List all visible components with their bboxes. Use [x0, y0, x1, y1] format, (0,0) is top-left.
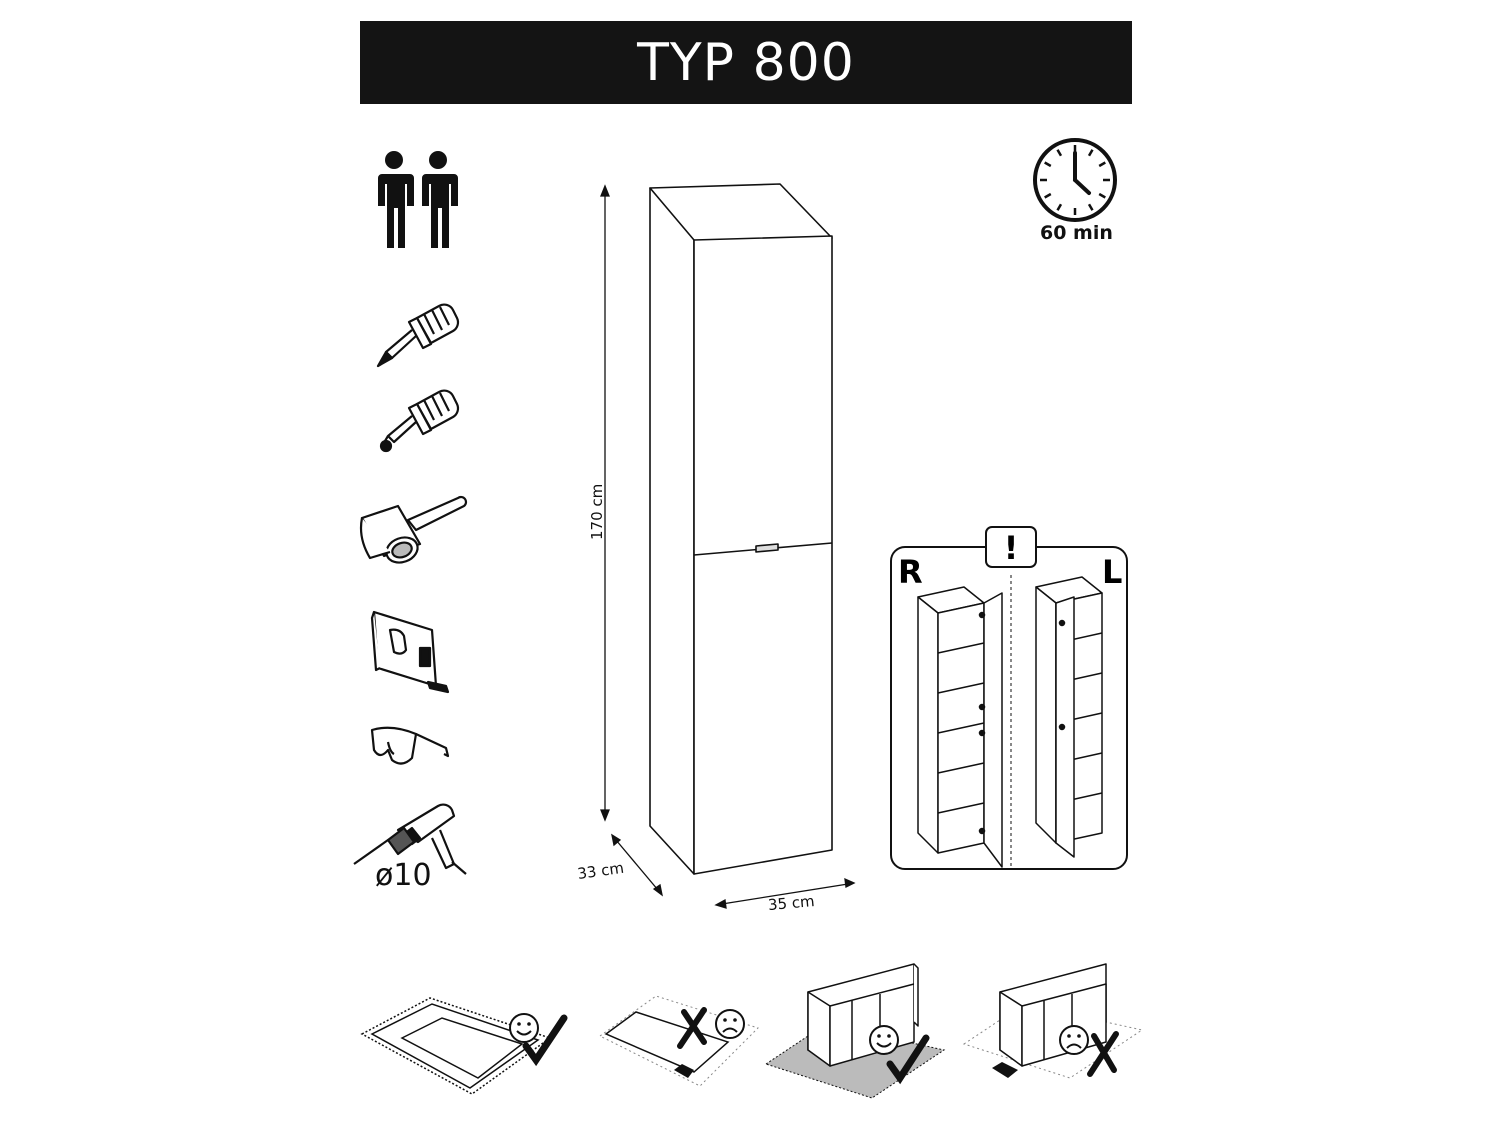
soft-surface-ok-icon — [358, 990, 573, 1100]
title-bar: TYP 800 — [360, 21, 1132, 104]
two-persons-icon — [372, 150, 464, 250]
drill-bit-label: ø10 — [375, 858, 432, 893]
clock-icon — [1032, 137, 1118, 223]
right-label: R — [898, 553, 923, 591]
hard-surface-bad-icon — [598, 992, 759, 1092]
right-hinge-cabinet — [917, 586, 1003, 868]
orientation-panel: ! R L — [890, 526, 1130, 872]
left-hinge-cabinet — [1035, 576, 1103, 858]
page-title: TYP 800 — [637, 32, 855, 93]
width-label: 35 cm — [767, 892, 815, 914]
safety-glasses-icon — [368, 720, 452, 772]
cabinet-diagram: 170 cm 33 cm 35 cm — [576, 160, 880, 920]
tape-measure-icon — [368, 608, 458, 698]
rubber-mallet-icon — [358, 490, 470, 570]
time-label: 60 min — [1040, 222, 1113, 244]
upright-on-floor-bad-icon — [960, 960, 1145, 1100]
phillips-screwdriver-icon — [372, 386, 462, 466]
depth-label: 33 cm — [576, 859, 625, 883]
power-drill-icon — [348, 800, 478, 880]
warning-symbol: ! — [1004, 529, 1019, 567]
flat-screwdriver-icon — [372, 300, 462, 380]
upright-on-mat-ok-icon — [762, 960, 947, 1100]
left-label: L — [1102, 553, 1122, 591]
height-label: 170 cm — [588, 484, 606, 540]
